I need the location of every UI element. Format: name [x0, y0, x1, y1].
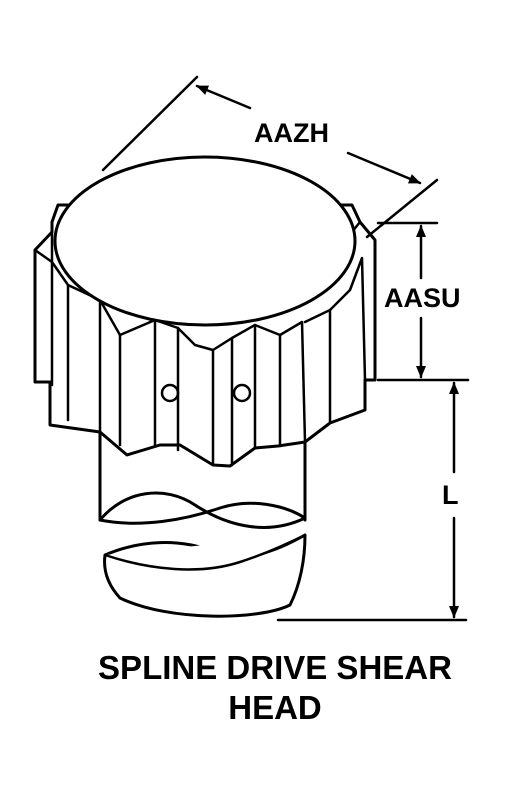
dimension-arrow-right — [346, 151, 422, 185]
extension-line-left — [101, 75, 199, 172]
caption-line-1: SPLINE DRIVE SHEAR — [98, 649, 452, 686]
shank-break-upper — [98, 491, 307, 529]
dimension-label-l: L — [442, 480, 459, 510]
caption-line-2: HEAD — [228, 689, 322, 726]
dimension-aasu — [376, 221, 470, 382]
dimension-aazh — [101, 75, 439, 239]
head-top-face — [53, 155, 357, 327]
dimension-arrow-left — [195, 84, 252, 110]
hole-right — [232, 383, 252, 403]
drive-holes — [160, 383, 252, 403]
hole-left — [160, 383, 180, 403]
dimension-label-aazh: AAZH — [254, 118, 329, 148]
dimension-label-aasu: AASU — [384, 283, 461, 313]
dimension-l — [276, 381, 468, 622]
shank — [98, 430, 307, 618]
extension-line-right — [365, 178, 439, 239]
